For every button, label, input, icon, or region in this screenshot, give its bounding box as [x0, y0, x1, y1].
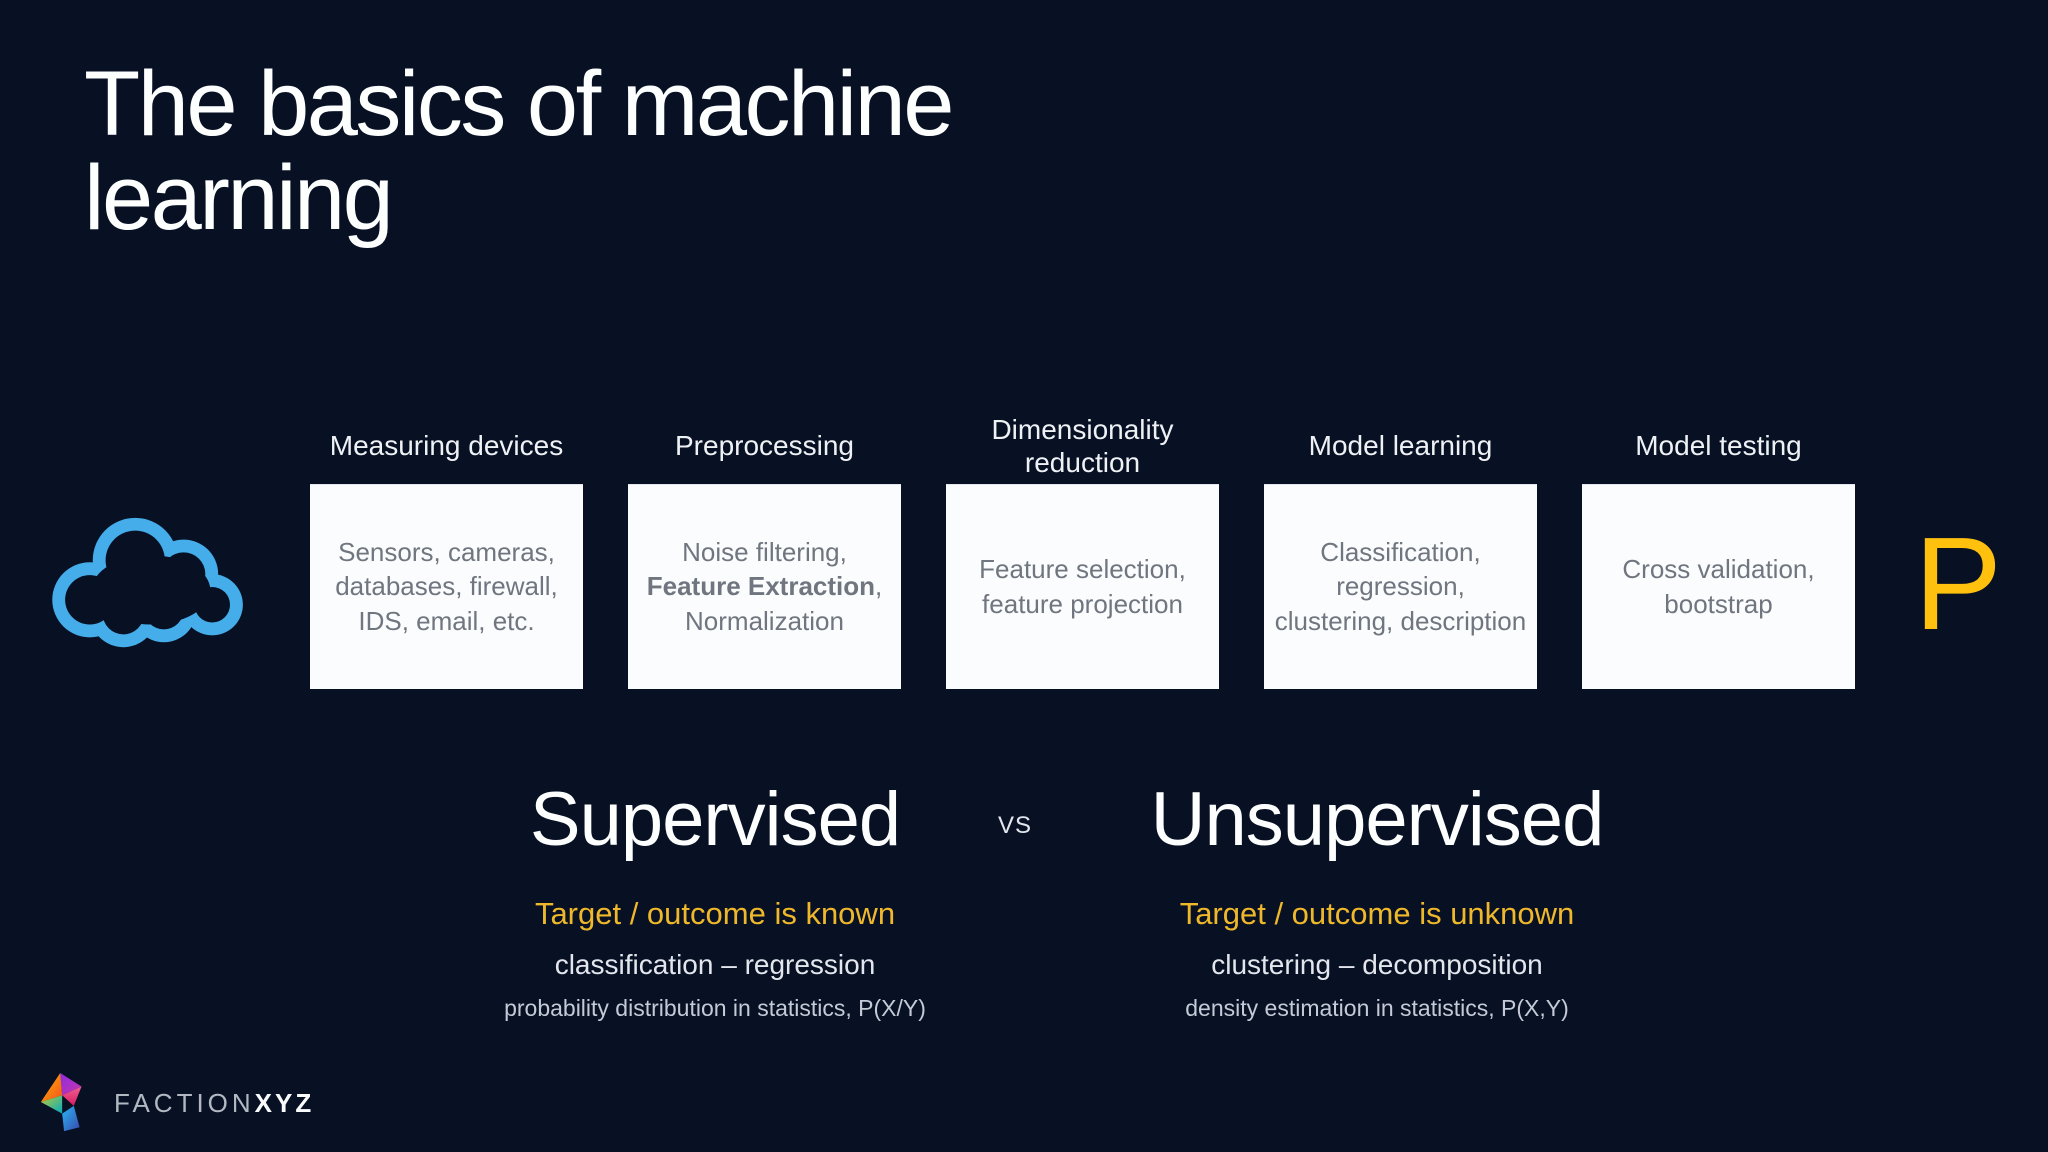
page-title: The basics of machine learning: [84, 57, 1184, 249]
supervised-statistics: probability distribution in statistics, …: [504, 994, 926, 1021]
stage-label: Measuring devices: [329, 430, 564, 462]
stage-box-text: Feature selection, feature projection: [979, 554, 1186, 619]
supervised-methods: classification – regression: [554, 948, 876, 980]
stage-box: Sensors, cameras, databases, firewall, I…: [310, 484, 583, 689]
unsupervised-methods: clustering – decomposition: [1211, 948, 1543, 980]
stage-label: Model learning: [1308, 430, 1493, 462]
title-line-2: learning: [84, 146, 394, 249]
unsupervised-statistics: density estimation in statistics, P(X,Y): [1185, 994, 1569, 1021]
brand-name: FACTIONXYZ: [114, 1090, 314, 1116]
brand-name-second: XYZ: [254, 1088, 315, 1118]
vs-label: VS: [997, 812, 1032, 839]
stage-box-text: Noise filtering, Feature Extraction, Nor…: [646, 537, 883, 636]
stage-box: Cross validation, bootstrap: [1582, 484, 1855, 689]
factionxyz-logo-icon: [40, 1072, 82, 1132]
unsupervised-subtitle: Target / outcome is unknown: [1179, 896, 1575, 931]
unsupervised-heading: Unsupervised: [1150, 777, 1605, 862]
unsupervised-column: Unsupervised Target / outcome is unknown…: [1067, 782, 1687, 1021]
stage-label: Preprocessing: [675, 430, 854, 462]
title-line-1: The basics of machine: [84, 53, 954, 155]
stage-box: Classification, regression, clustering, …: [1264, 484, 1537, 689]
footer-logo: FACTIONXYZ: [36, 1072, 314, 1134]
stage-box: Noise filtering, Feature Extraction, Nor…: [628, 484, 901, 689]
supervised-subtitle: Target / outcome is known: [534, 896, 896, 931]
stage-box-text: Sensors, cameras, databases, firewall, I…: [335, 537, 558, 636]
letter-p-decoration: P: [1914, 510, 2003, 657]
stage-label: Dimensionality reduction: [991, 413, 1174, 478]
stage-label: Model testing: [1635, 430, 1802, 462]
stage-box-text: Classification, regression, clustering, …: [1274, 537, 1527, 636]
cloud-icon: [38, 505, 266, 665]
stage-box: Feature selection, feature projection: [946, 484, 1219, 689]
supervised-heading: Supervised: [529, 777, 901, 862]
stage-box-text: Cross validation, bootstrap: [1622, 554, 1815, 619]
brand-name-first: FACTION: [114, 1088, 255, 1118]
supervised-column: Supervised Target / outcome is known cla…: [405, 782, 1025, 1021]
